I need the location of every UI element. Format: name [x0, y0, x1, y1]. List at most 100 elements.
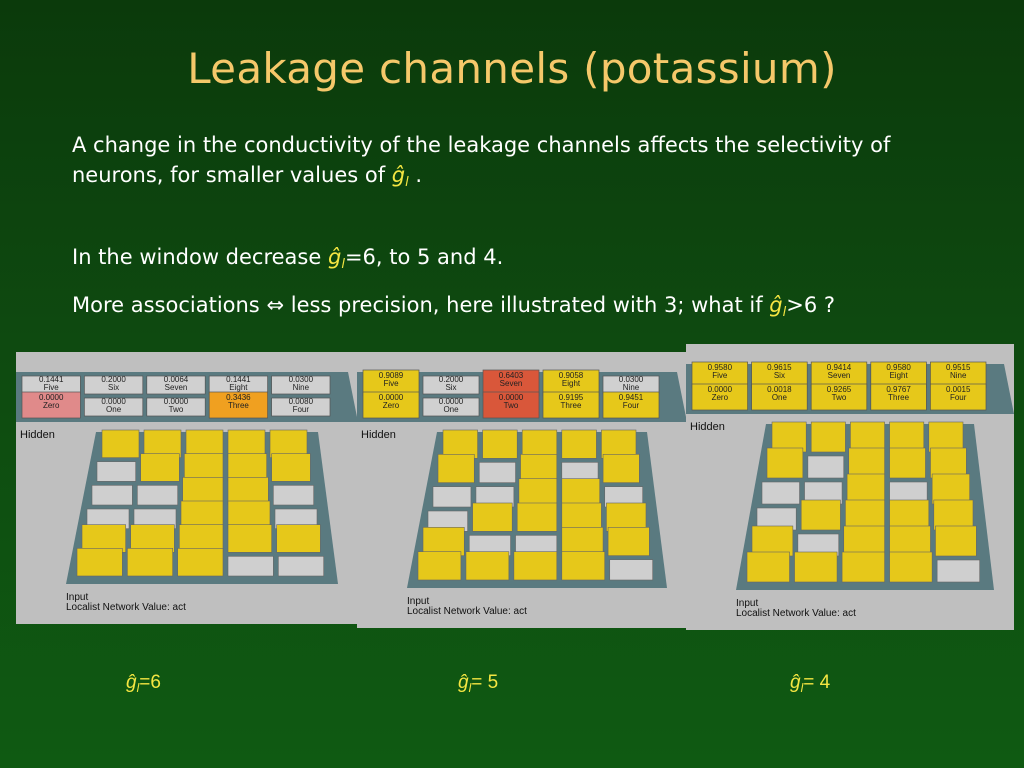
output-unit-name: Eight — [229, 383, 248, 392]
hidden-unit — [848, 447, 885, 479]
output-unit-value: 0.0064 — [164, 375, 189, 384]
caption-3-value: = 4 — [803, 672, 831, 693]
output-unit-name: Nine — [623, 383, 640, 392]
hidden-unit — [513, 551, 558, 581]
output-unit-value: 0.9195 — [559, 393, 584, 402]
output-unit-value: 0.2000 — [439, 375, 464, 384]
hidden-layer-label: Hidden — [361, 429, 396, 441]
paragraph-2-text-a: In the window decrease — [72, 245, 322, 269]
output-unit-value: 0.9580 — [708, 363, 733, 372]
hidden-unit — [227, 524, 272, 553]
output-unit-value: 0.0000 — [379, 393, 404, 402]
output-unit-name: Two — [832, 393, 847, 402]
output-unit-value: 0.9451 — [619, 393, 644, 402]
hidden-unit — [889, 421, 925, 453]
hidden-unit — [127, 548, 173, 577]
output-unit-name: Eight — [562, 379, 581, 388]
output-unit-name: Seven — [828, 371, 851, 380]
paragraph-2-text-b: =6, to 5 and 4. — [344, 245, 504, 269]
hidden-unit — [227, 556, 274, 577]
caption-1-value: =6 — [139, 672, 161, 693]
output-unit-name: One — [106, 405, 122, 414]
paragraph-3-text-a: More associations — [72, 293, 260, 317]
output-unit-value: 0.0300 — [289, 375, 314, 384]
hidden-unit — [227, 477, 269, 506]
output-unit — [930, 383, 987, 411]
hidden-unit — [935, 525, 977, 557]
hidden-unit — [800, 499, 841, 531]
output-unit-value: 0.0015 — [946, 385, 971, 394]
output-unit-value: 0.0000 — [39, 393, 64, 402]
hidden-unit — [143, 429, 182, 458]
hidden-unit — [76, 548, 123, 577]
output-unit-name: Four — [623, 401, 640, 410]
output-unit-value: 0.0000 — [708, 385, 733, 394]
output-unit — [84, 397, 144, 417]
output-unit — [84, 375, 144, 395]
hidden-unit — [130, 524, 175, 553]
hidden-unit — [177, 548, 224, 577]
hidden-unit — [561, 429, 597, 459]
output-unit-value: 0.1441 — [39, 375, 64, 384]
hidden-unit — [278, 556, 324, 577]
hidden-unit — [794, 551, 838, 583]
hidden-unit — [846, 473, 885, 505]
output-unit-name: Three — [888, 393, 909, 402]
hidden-layer-label: Hidden — [690, 421, 725, 433]
output-unit — [422, 397, 480, 417]
output-unit-value: 0.9580 — [886, 363, 911, 372]
hidden-unit — [518, 478, 558, 508]
paragraph-1-end: . — [408, 163, 423, 187]
output-unit-name: Two — [504, 401, 519, 410]
hidden-unit — [607, 527, 650, 556]
paragraph-1-line-2: neurons, for smaller values of ĝl . — [72, 160, 972, 198]
output-unit — [602, 391, 660, 419]
hidden-unit — [810, 421, 846, 453]
hidden-unit — [933, 499, 974, 531]
hidden-unit — [81, 524, 126, 553]
output-unit — [422, 375, 480, 395]
network-footer: Localist Network Value: act — [407, 606, 527, 617]
hidden-unit — [931, 473, 970, 505]
output-unit-value: 0.9089 — [379, 371, 404, 380]
hidden-unit — [516, 502, 558, 532]
output-unit-name: Zero — [383, 401, 400, 410]
hidden-unit — [417, 551, 462, 581]
hidden-unit — [771, 421, 807, 453]
hidden-unit — [766, 447, 804, 479]
network-diagram-3: 0.9580Five0.9615Six0.9414Seven0.9580Eigh… — [686, 361, 1014, 619]
output-unit-value: 0.0000 — [439, 397, 464, 406]
hidden-unit — [482, 429, 518, 459]
output-unit-name: Five — [712, 371, 728, 380]
input-layer-label: Input — [66, 592, 88, 603]
hidden-unit — [91, 485, 133, 506]
paragraph-1-line-2-text: neurons, for smaller values of — [72, 163, 386, 187]
hidden-unit — [465, 551, 510, 581]
output-unit-name: Zero — [712, 393, 729, 402]
output-unit-name: Eight — [889, 371, 908, 380]
output-unit-value: 0.9515 — [946, 363, 971, 372]
hidden-unit — [746, 551, 790, 583]
hidden-unit — [271, 453, 311, 482]
hidden-layer-label: Hidden — [20, 429, 55, 441]
hidden-unit — [602, 454, 640, 483]
hidden-unit — [227, 500, 271, 529]
network-footer: Localist Network Value: act — [736, 608, 856, 619]
g-l-symbol: ĝl — [391, 163, 409, 190]
hidden-unit — [437, 454, 475, 483]
output-unit — [751, 383, 808, 411]
output-unit-name: Zero — [43, 401, 60, 410]
hidden-unit — [845, 499, 885, 531]
hidden-unit — [751, 525, 794, 557]
hidden-unit — [601, 429, 637, 459]
hidden-unit — [442, 429, 478, 459]
output-unit-name: Six — [774, 371, 785, 380]
output-unit-name: Four — [293, 405, 310, 414]
output-unit — [21, 391, 81, 419]
hidden-unit — [561, 527, 604, 556]
paragraph-3-text-c: >6 ? — [786, 293, 836, 317]
slide-title: Leakage channels (potassium) — [187, 44, 837, 93]
